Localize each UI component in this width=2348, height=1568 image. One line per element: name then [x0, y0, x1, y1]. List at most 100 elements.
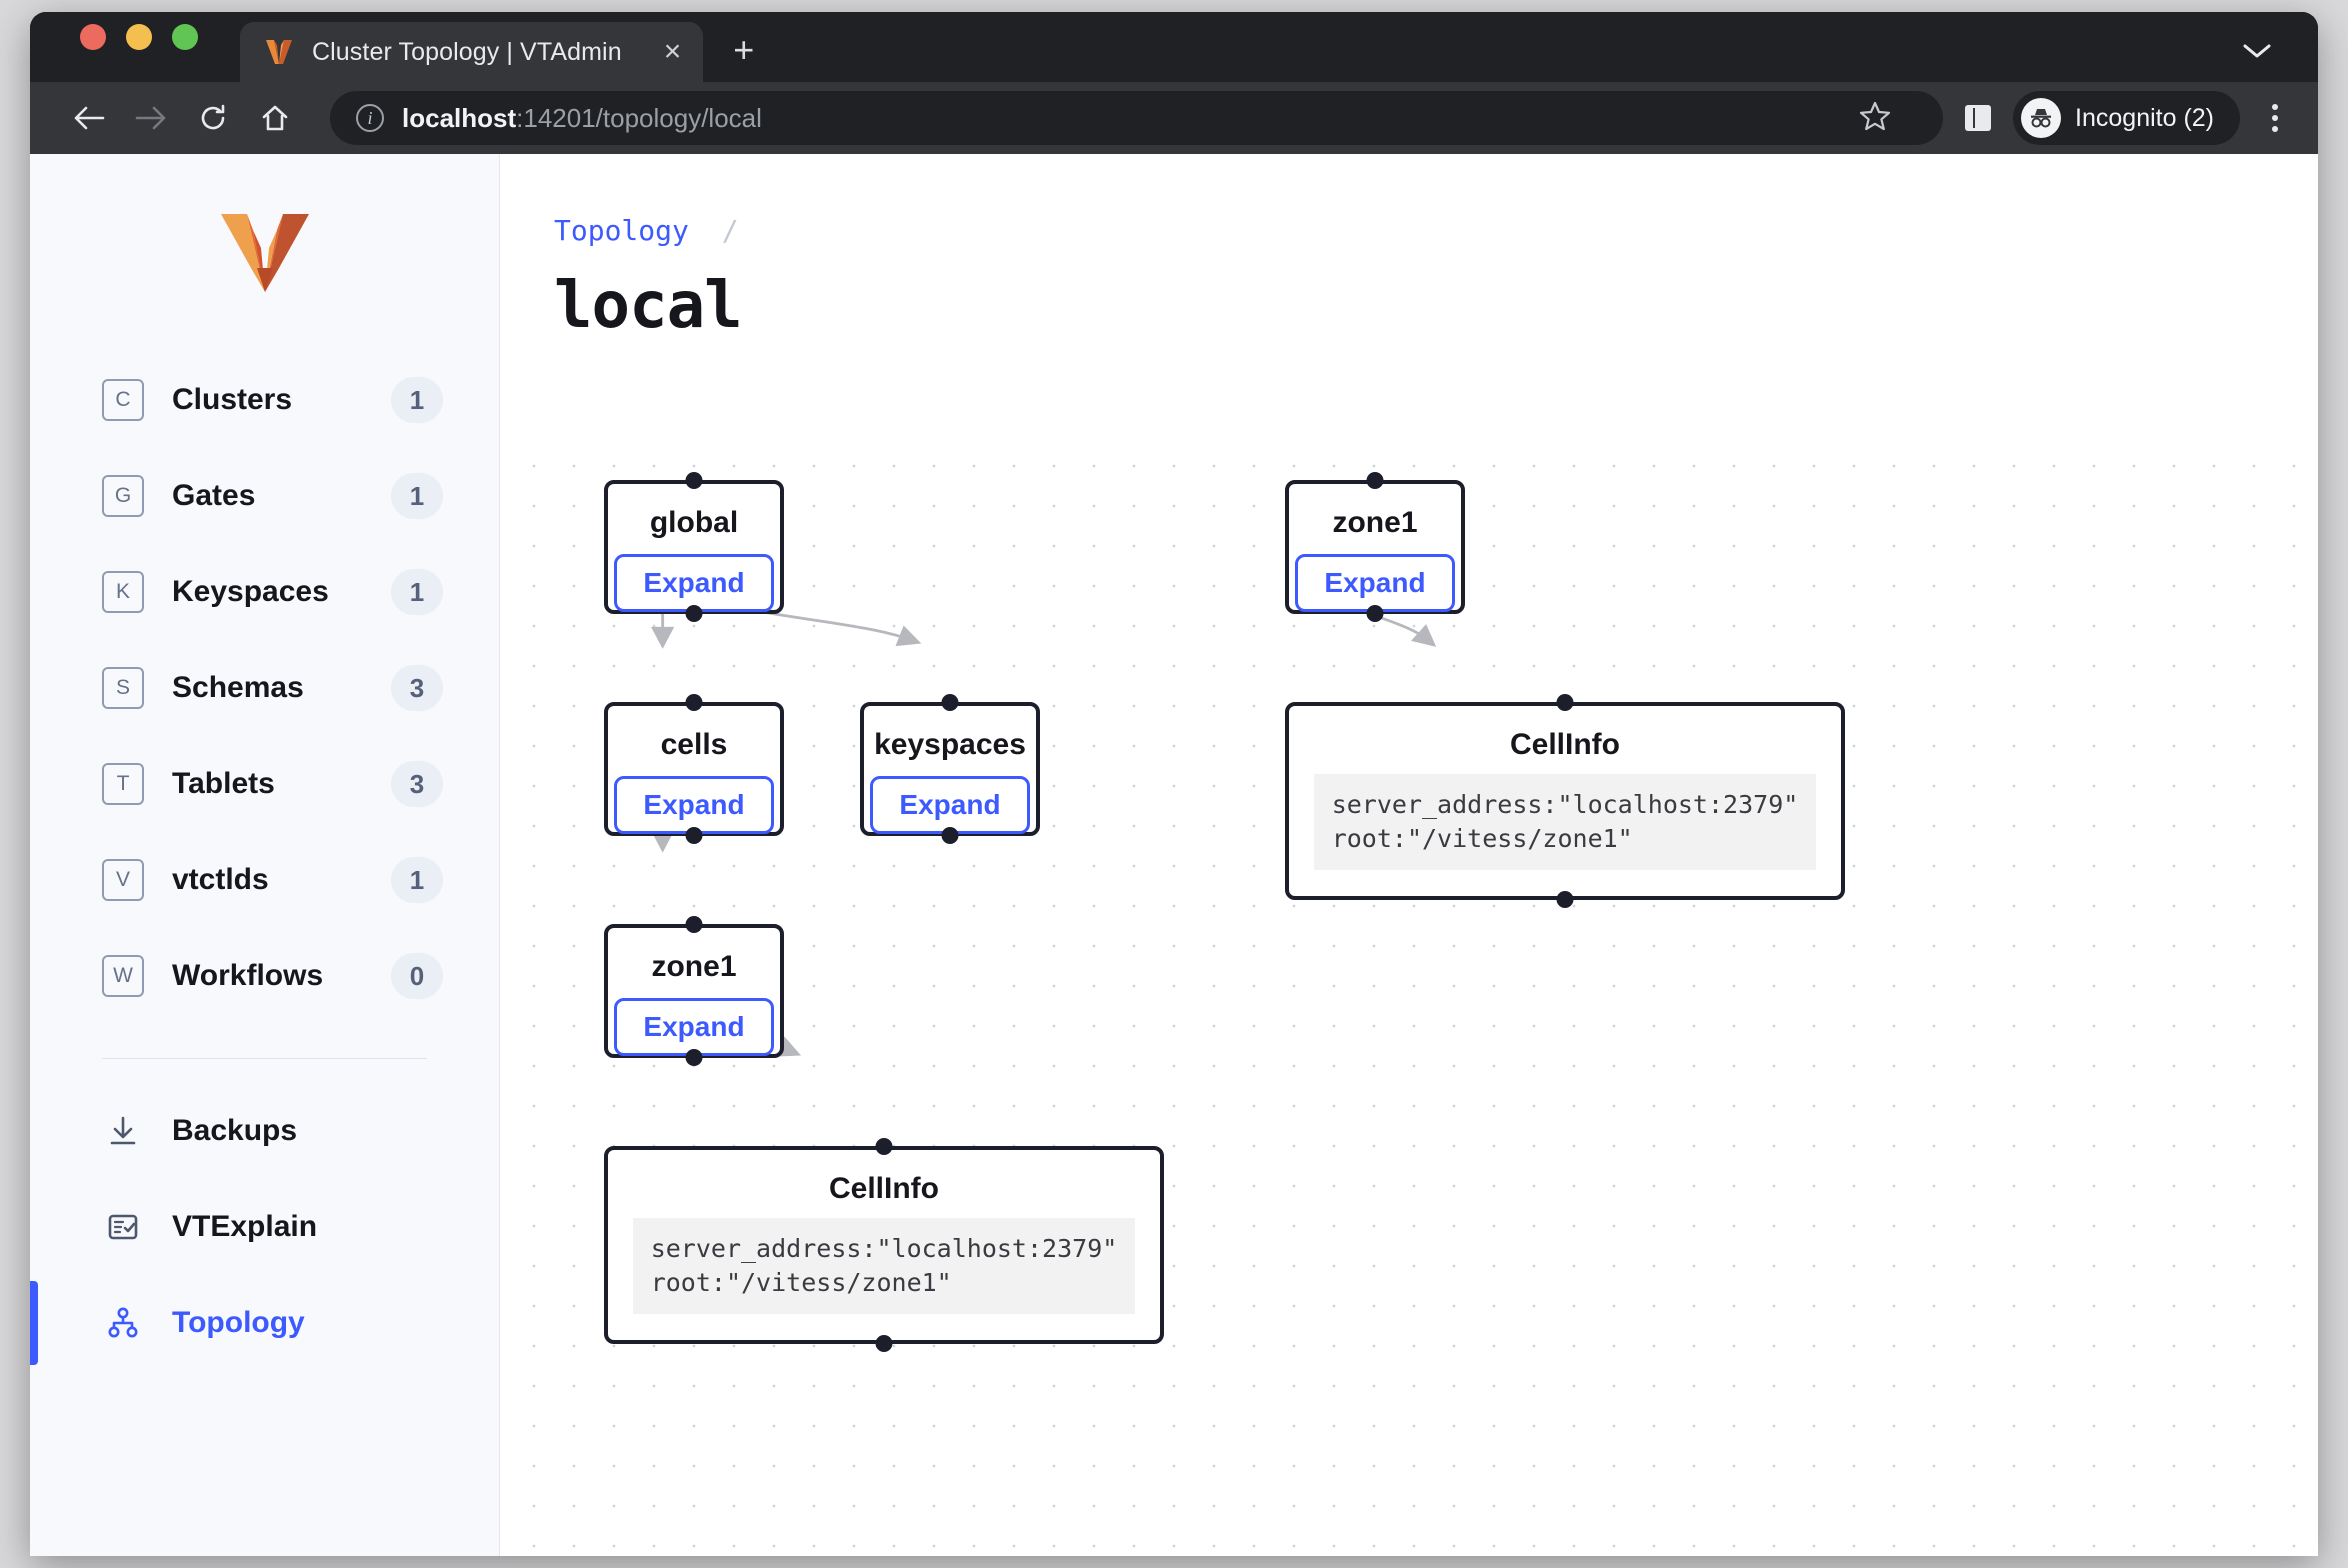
sidebar-item-label: Topology [172, 1306, 305, 1339]
home-icon[interactable] [246, 89, 304, 147]
node-port-top [685, 472, 703, 489]
sidebar-item-keyspaces[interactable]: K Keyspaces 1 [58, 544, 471, 640]
expand-button[interactable]: Expand [614, 776, 774, 834]
node-port-bottom [685, 827, 703, 844]
node-port-top [685, 694, 703, 711]
download-icon [102, 1110, 144, 1152]
page-title: local [554, 269, 743, 343]
url-text: localhost:14201/topology/local [402, 103, 762, 134]
expand-button[interactable]: Expand [614, 998, 774, 1056]
letter-badge-w-icon: W [102, 955, 144, 997]
bookmark-star-icon[interactable] [1833, 100, 1917, 137]
close-window-button[interactable] [80, 24, 106, 50]
forward-icon[interactable] [122, 89, 180, 147]
sidebar-item-label: vtctlds [172, 863, 269, 896]
address-bar[interactable]: i localhost:14201/topology/local [330, 91, 1944, 145]
sidebar-item-count: 0 [391, 953, 443, 999]
sidebar-item-topology[interactable]: Topology [30, 1275, 471, 1371]
side-panel-icon[interactable] [1965, 105, 1992, 131]
breadcrumb: Topology / [500, 154, 2318, 247]
topology-node-global[interactable]: global Expand [604, 472, 784, 622]
letter-badge-v-icon: V [102, 859, 144, 901]
node-label: zone1 [651, 950, 737, 983]
node-label: keyspaces [874, 728, 1026, 761]
chevron-down-icon[interactable] [2242, 38, 2272, 64]
topology-node-zone1-left[interactable]: zone1 Expand [604, 916, 784, 1066]
sidebar-item-count: 1 [391, 569, 443, 615]
maximize-window-button[interactable] [172, 24, 198, 50]
profile-label: Incognito (2) [2075, 103, 2214, 132]
node-port-top [685, 916, 703, 933]
sitemap-icon [102, 1302, 144, 1344]
sidebar-item-clusters[interactable]: C Clusters 1 [58, 352, 471, 448]
sidebar-item-tablets[interactable]: T Tablets 3 [58, 736, 471, 832]
sidebar-item-count: 1 [391, 377, 443, 423]
node-label: zone1 [1332, 506, 1418, 539]
sidebar: C Clusters 1 G Gates 1 K Keyspaces 1 S S… [30, 154, 500, 1556]
breadcrumb-topology-link[interactable]: Topology [554, 214, 689, 247]
node-port-bottom [1366, 605, 1384, 622]
minimize-window-button[interactable] [126, 24, 152, 50]
tab-strip: Cluster Topology | VTAdmin × + [30, 12, 2318, 82]
incognito-icon [2021, 98, 2062, 138]
node-label: CellInfo [1510, 728, 1620, 761]
node-port-top [941, 694, 959, 711]
topology-node-keyspaces[interactable]: keyspaces Expand [860, 694, 1040, 844]
topology-node-cells[interactable]: cells Expand [604, 694, 784, 844]
topology-node-cellinfo-bottom[interactable]: CellInfo server_address:"localhost:2379"… [604, 1138, 1164, 1352]
cellinfo-code: server_address:"localhost:2379" root:"/v… [632, 1218, 1136, 1314]
sidebar-item-backups[interactable]: Backups [58, 1083, 471, 1179]
browser-toolbar: i localhost:14201/topology/local Incogni… [30, 82, 2318, 154]
browser-window: Cluster Topology | VTAdmin × + i localho… [30, 12, 2318, 1556]
expand-button[interactable]: Expand [1295, 554, 1455, 612]
node-label: global [649, 506, 739, 539]
sidebar-item-label: Workflows [172, 959, 324, 992]
sidebar-item-label: Backups [172, 1114, 298, 1147]
expand-button[interactable]: Expand [614, 554, 774, 612]
sidebar-item-label: Keyspaces [172, 575, 329, 608]
back-icon[interactable] [60, 89, 118, 147]
vitess-v-icon [264, 37, 294, 67]
sidebar-item-count: 3 [391, 665, 443, 711]
sidebar-item-label: VTExplain [172, 1210, 318, 1243]
new-tab-button[interactable]: + [733, 29, 755, 70]
kebab-menu-icon[interactable] [2266, 98, 2284, 138]
sidebar-item-count: 1 [391, 473, 443, 519]
profile-chip[interactable]: Incognito (2) [2013, 91, 2240, 145]
expand-button[interactable]: Expand [870, 776, 1030, 834]
sidebar-item-vtexplain[interactable]: VTExplain [58, 1179, 471, 1275]
node-port-bottom [941, 827, 959, 844]
sidebar-item-count: 1 [391, 857, 443, 903]
sidebar-item-count: 3 [391, 761, 443, 807]
sidebar-item-schemas[interactable]: S Schemas 3 [58, 640, 471, 736]
topology-node-zone1-top[interactable]: zone1 Expand [1285, 472, 1465, 622]
reload-icon[interactable] [184, 89, 242, 147]
node-port-bottom [875, 1334, 893, 1352]
vitess-logo[interactable] [30, 190, 499, 352]
node-port-bottom [685, 605, 703, 622]
letter-badge-s-icon: S [102, 667, 144, 709]
browser-tab[interactable]: Cluster Topology | VTAdmin × [240, 22, 704, 82]
topology-canvas[interactable]: global Expand zone1 Expand cells Expand [500, 434, 2318, 1556]
sidebar-item-label: Schemas [172, 671, 304, 704]
cellinfo-code: server_address:"localhost:2379" root:"/v… [1313, 774, 1817, 870]
sidebar-item-vtctlds[interactable]: V vtctlds 1 [58, 832, 471, 928]
node-port-top [875, 1138, 893, 1155]
tab-title: Cluster Topology | VTAdmin [312, 37, 622, 66]
sidebar-item-label: Clusters [172, 383, 293, 416]
primary-nav: C Clusters 1 G Gates 1 K Keyspaces 1 S S… [30, 352, 499, 1371]
node-port-bottom [1556, 890, 1574, 908]
checklist-icon [102, 1206, 144, 1248]
letter-badge-t-icon: T [102, 763, 144, 805]
page-body: C Clusters 1 G Gates 1 K Keyspaces 1 S S… [30, 154, 2318, 1556]
topology-node-cellinfo-right[interactable]: CellInfo server_address:"localhost:2379"… [1285, 694, 1845, 908]
letter-badge-k-icon: K [102, 571, 144, 613]
sidebar-item-workflows[interactable]: W Workflows 0 [58, 928, 471, 1024]
site-info-icon[interactable]: i [356, 104, 384, 132]
node-port-bottom [685, 1049, 703, 1066]
window-controls [80, 12, 198, 82]
close-icon[interactable]: × [663, 35, 682, 68]
url-path: :14201/topology/local [516, 102, 762, 133]
sidebar-item-gates[interactable]: G Gates 1 [58, 448, 471, 544]
node-label: CellInfo [829, 1172, 939, 1205]
